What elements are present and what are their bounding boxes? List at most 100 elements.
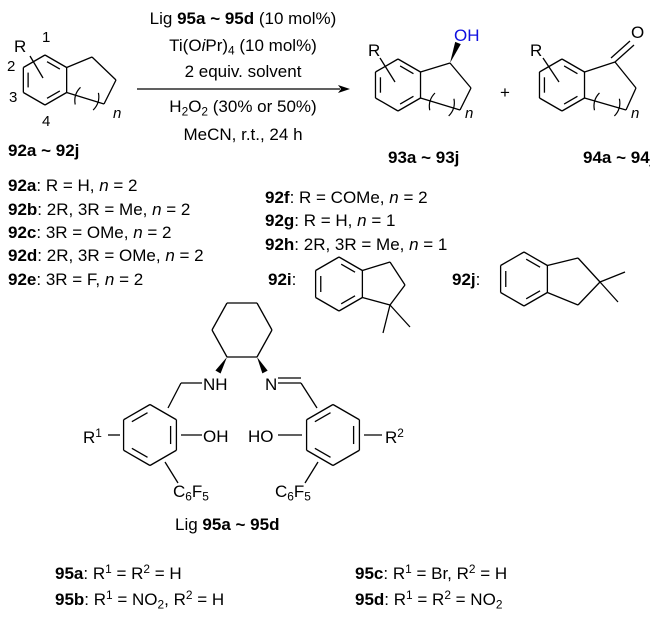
- text-segment: 92g: [265, 211, 295, 230]
- text-segment: : R: [83, 563, 106, 583]
- ring-bond: [523, 291, 548, 307]
- bond: [547, 291, 579, 306]
- double-bond-inner: [131, 412, 148, 423]
- ring-bond: [539, 58, 563, 73]
- cyclohexane-bond: [256, 302, 273, 331]
- text-segment: n: [409, 235, 419, 254]
- text-segment: 95a ~ 95d: [202, 515, 280, 534]
- bond: [389, 261, 406, 286]
- text-segment: i: [201, 36, 206, 55]
- alcohol-n-label: n: [465, 105, 474, 122]
- text-segment: 92b: [8, 200, 38, 219]
- text-segment: 92e: [8, 270, 37, 289]
- text-segment: 2: [468, 562, 476, 576]
- text-segment: = 1: [366, 211, 396, 230]
- text-segment: C: [275, 482, 288, 501]
- carbonyl-bond: [610, 40, 631, 59]
- ring-bond: [539, 97, 563, 112]
- text-segment: Lig: [175, 515, 203, 534]
- substrate-entry: 92f: R = COMe, n = 2: [265, 189, 428, 206]
- bond: [66, 56, 93, 69]
- text-segment: :: [475, 270, 481, 289]
- text-segment: 2: [444, 588, 451, 602]
- text-segment: : R: [383, 563, 406, 583]
- text-segment: n: [357, 211, 367, 230]
- substrate-entry: 92a: R = H, n = 2: [8, 177, 138, 194]
- arrow-head: [338, 85, 350, 93]
- bond: [449, 62, 472, 89]
- ring-bond: [306, 403, 334, 421]
- text-segment: : R = H,: [36, 176, 100, 195]
- double-bond-inner: [131, 447, 148, 458]
- ring-bond: [338, 296, 363, 312]
- double-bond-inner: [525, 258, 541, 268]
- text-segment: 95b: [55, 589, 85, 609]
- text-segment: : R = COMe,: [289, 188, 390, 207]
- text-segment: (30% or 50%): [208, 97, 317, 116]
- methyl-bond: [389, 304, 411, 328]
- position-1: 1: [42, 29, 51, 46]
- double-bond-inner: [399, 65, 414, 75]
- ring-bond: [561, 58, 585, 73]
- double-bond-inner: [563, 95, 578, 105]
- bond: [362, 261, 391, 272]
- text-segment: 6: [185, 489, 192, 504]
- ring-bond: [338, 256, 363, 272]
- text-segment: Ti(O: [169, 36, 202, 55]
- ring-bond: [149, 449, 177, 467]
- double-bond-inner: [340, 295, 356, 305]
- text-segment: 6: [287, 489, 294, 504]
- ligand-ho-label: HO: [248, 427, 274, 446]
- text-segment: = H: [475, 563, 508, 583]
- bracket: [428, 92, 436, 111]
- methyl-bond: [599, 281, 619, 303]
- text-segment: n: [104, 270, 115, 289]
- carbonyl-bond: [614, 44, 635, 63]
- ring-bond: [397, 97, 421, 112]
- alcohol-r-label: R: [368, 41, 381, 60]
- text-segment: = R: [412, 589, 445, 609]
- stereo-wedge-bond: [257, 357, 268, 374]
- substrate-entry: 92c: 3R = OMe, n = 2: [8, 224, 172, 241]
- text-segment: , R: [164, 589, 186, 609]
- text-segment: 2: [157, 597, 165, 612]
- text-segment: 95a ~ 95d: [177, 9, 255, 28]
- text-segment: 5: [304, 489, 311, 504]
- position-4: 4: [42, 113, 51, 130]
- ring-bond: [500, 291, 525, 307]
- hydroxyl-wedge-bond: [450, 41, 461, 63]
- text-segment: = H: [150, 563, 182, 583]
- r-substituent-bond: [379, 57, 396, 83]
- text-segment: F: [191, 482, 203, 501]
- substrate-entry: 92g: R = H, n = 1: [265, 212, 395, 229]
- ligand-variant: 95b: R1 = NO2, R2 = H: [55, 588, 224, 612]
- text-segment: 95a: [55, 563, 84, 583]
- text-segment: = 2: [114, 270, 144, 289]
- ring-bond: [561, 97, 585, 112]
- text-segment: : 2R, 3R = Me,: [294, 235, 410, 254]
- ring-bond: [149, 403, 177, 421]
- r-substituent-bond: [29, 55, 44, 79]
- bond: [584, 61, 616, 73]
- text-segment: 2: [185, 588, 193, 602]
- substrate-entry: 92h: 2R, 3R = Me, n = 1: [265, 236, 447, 253]
- double-bond-inner: [525, 290, 541, 300]
- substrate-label: 92a ~ 92j: [8, 141, 80, 160]
- text-segment: 2 equiv. solvent: [184, 62, 302, 81]
- text-segment: 2: [201, 104, 209, 119]
- condition-medium: MeCN, r.t., 24 h: [183, 126, 302, 143]
- bond: [167, 382, 182, 409]
- text-segment: : 3R = F,: [36, 270, 105, 289]
- text-segment: Lig: [149, 9, 178, 28]
- ring-bond: [315, 296, 340, 312]
- r-substituent-bond: [542, 57, 560, 83]
- ligand-r1-label: R1: [83, 427, 102, 446]
- ligand-r2-label: R2: [385, 427, 404, 446]
- text-segment: 92j: [452, 270, 476, 289]
- ligand-n-label: N: [265, 375, 278, 394]
- bond: [103, 79, 117, 105]
- bond: [420, 62, 451, 73]
- bond: [459, 87, 472, 111]
- text-segment: (10 mol%): [234, 36, 317, 55]
